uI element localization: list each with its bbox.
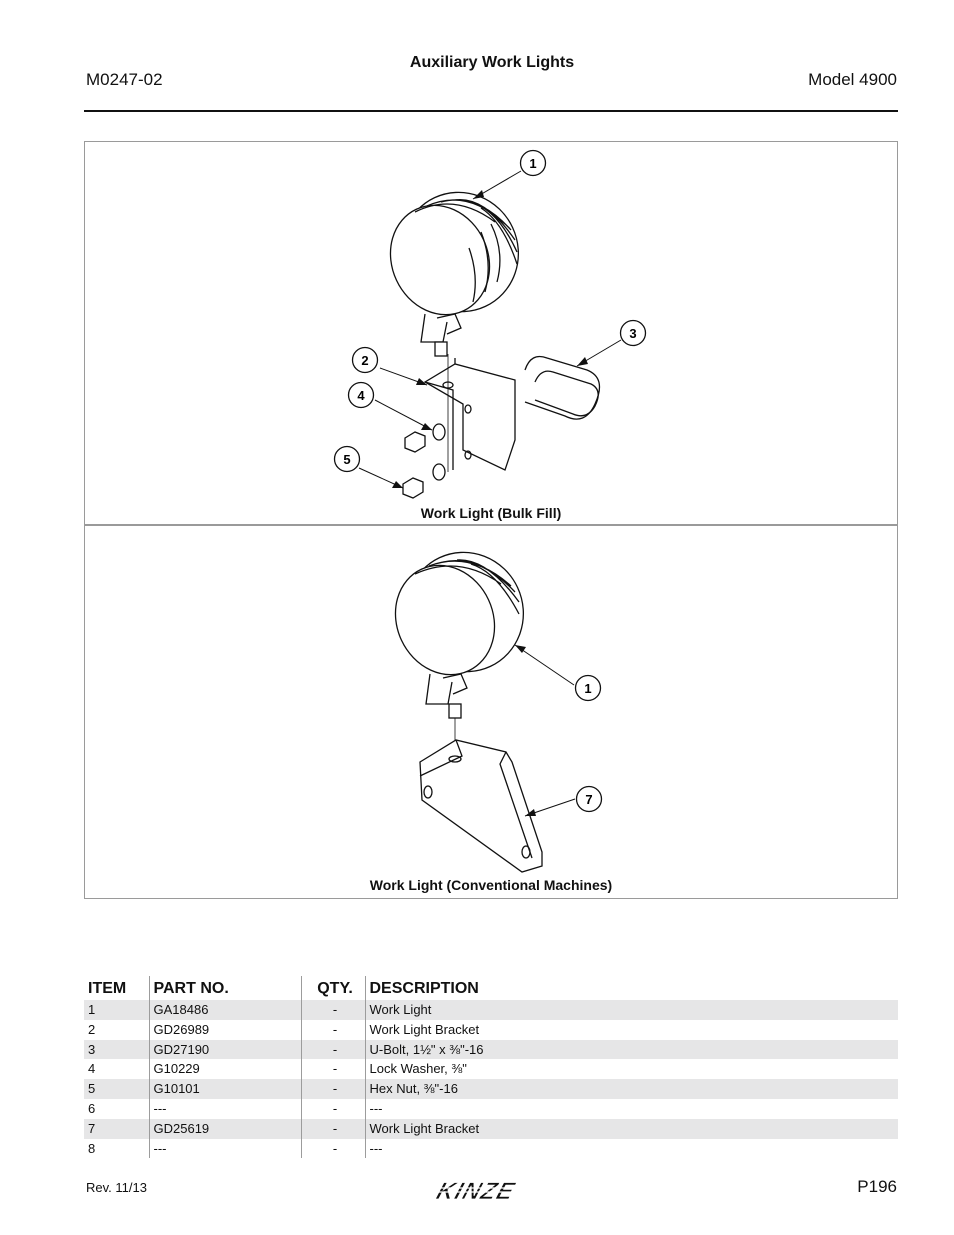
qty-cell: -	[300, 1138, 365, 1159]
bulk-fill-light-drawing	[389, 191, 601, 499]
table-header-row: ITEM PART NO. QTY. DESCRIPTION	[84, 976, 898, 1000]
description-cell: Work Light	[364, 1000, 898, 1020]
model-label: Model 4900	[808, 70, 897, 89]
figure-divider	[85, 524, 897, 526]
column-header-item: ITEM	[88, 980, 127, 997]
svg-text:3: 3	[629, 326, 636, 341]
callout-bulk-5: 5	[333, 445, 361, 473]
item-cell: 4	[88, 1061, 96, 1077]
column-header-qty: QTY.	[300, 976, 365, 1000]
item-cell: 8	[88, 1140, 96, 1156]
qty-cell: -	[300, 1059, 365, 1080]
svg-text:7: 7	[585, 792, 592, 807]
svg-text:1: 1	[529, 156, 536, 171]
header-rule	[84, 110, 898, 112]
qty-cell: -	[300, 1019, 365, 1040]
figure-frame: 1 3 2 4 5 1 7 Work Light (Bulk Fill) Wor…	[84, 141, 898, 899]
figure-caption-conventional: Work Light (Conventional Machines)	[369, 877, 613, 893]
part-no-cell: GD26989	[148, 1019, 301, 1040]
svg-text:5: 5	[343, 452, 350, 467]
arrow-heads	[392, 190, 588, 816]
description-cell: ---	[364, 1098, 898, 1119]
table-row: 7 GD25619 - Work Light Bracket	[84, 1118, 898, 1139]
table-row: 8 --- - ---	[84, 1138, 898, 1159]
description-cell: U-Bolt, 1½" x ⅜"-16	[364, 1039, 898, 1060]
item-cell: 2	[88, 1021, 96, 1037]
callout-bulk-1: 1	[519, 149, 547, 177]
table-row: 4 G10229 - Lock Washer, ⅜"	[84, 1059, 898, 1080]
column-header-description: DESCRIPTION	[364, 976, 898, 1000]
qty-cell: -	[300, 1000, 365, 1020]
callout-bulk-4: 4	[347, 381, 375, 409]
callout-bulk-2: 2	[351, 346, 379, 374]
page-number: P196	[857, 1177, 897, 1196]
part-no-cell: G10101	[148, 1079, 301, 1099]
table-row: 3 GD27190 - U-Bolt, 1½" x ⅜"-16	[84, 1039, 898, 1060]
page-title: Auxiliary Work Lights	[409, 54, 575, 71]
description-cell: ---	[364, 1138, 898, 1159]
item-cell: 7	[84, 1118, 149, 1139]
table-row: 5 G10101 - Hex Nut, ⅜"-16	[84, 1079, 898, 1099]
figure-caption-bulk-fill: Work Light (Bulk Fill)	[420, 505, 562, 521]
column-header-part-no: PART NO.	[148, 976, 301, 1000]
part-no-cell: GD27190	[148, 1039, 301, 1060]
part-no-cell: ---	[148, 1098, 301, 1119]
parts-table: ITEM PART NO. QTY. DESCRIPTION 1 GA18486…	[84, 976, 898, 1159]
revision-label: Rev. 11/13	[86, 1180, 147, 1195]
qty-cell: -	[300, 1118, 365, 1139]
table-row: 1 GA18486 - Work Light	[84, 1000, 898, 1020]
item-cell: 3	[84, 1039, 149, 1060]
qty-cell: -	[300, 1098, 365, 1119]
item-cell: 5	[84, 1079, 149, 1099]
description-cell: Hex Nut, ⅜"-16	[364, 1079, 898, 1099]
part-no-cell: G10229	[148, 1059, 301, 1080]
part-no-cell: ---	[148, 1138, 301, 1159]
callout-bulk-3: 3	[619, 319, 647, 347]
part-no-cell: GA18486	[148, 1000, 301, 1020]
description-cell: Work Light Bracket	[364, 1019, 898, 1040]
parts-illustration: 1 3 2 4 5 1 7	[333, 149, 647, 873]
part-no-cell: GD25619	[148, 1118, 301, 1139]
table-row: 2 GD26989 - Work Light Bracket	[84, 1019, 898, 1040]
qty-cell: -	[300, 1079, 365, 1099]
qty-cell: -	[300, 1039, 365, 1060]
svg-text:2: 2	[361, 353, 368, 368]
item-cell: 6	[88, 1100, 96, 1116]
table-row: 6 --- - ---	[84, 1098, 898, 1119]
description-cell: Work Light Bracket	[364, 1118, 898, 1139]
item-cell: 1	[84, 1000, 149, 1020]
callout-conv-1: 1	[574, 674, 602, 702]
svg-text:1: 1	[584, 681, 591, 696]
callout-conv-7: 7	[575, 785, 603, 813]
description-cell: Lock Washer, ⅜"	[364, 1059, 898, 1080]
kinze-logo: KINZE	[433, 1178, 545, 1205]
document-number: M0247-02	[86, 70, 163, 89]
svg-text:4: 4	[357, 388, 365, 403]
conventional-light-drawing	[394, 551, 543, 873]
